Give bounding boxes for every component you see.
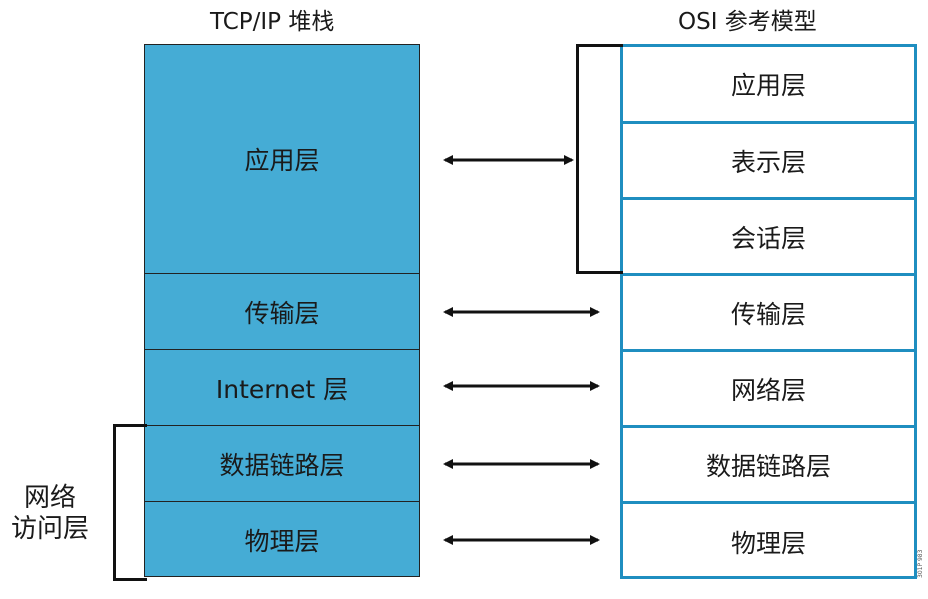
tcp-layer-data-link: 数据链路层 — [145, 426, 419, 502]
network-access-label-line-1: 网络 — [23, 483, 76, 513]
tcp-layer-application: 应用层 — [145, 45, 419, 274]
osi-upper-layers-bracket — [576, 44, 623, 274]
tcp-stack-title: TCP/IP 堆栈 — [210, 9, 335, 35]
figure-id: 301P 983 — [917, 549, 924, 578]
network-access-label-line-2: 访问层 — [10, 514, 89, 544]
osi-layer-application: 应用层 — [623, 47, 914, 124]
osi-layer-transport: 传输层 — [623, 276, 914, 352]
tcp-stack: 应用层 传输层 Internet 层 数据链路层 物理层 — [144, 44, 420, 577]
osi-layer-session: 会话层 — [623, 200, 914, 276]
osi-layer-physical: 物理层 — [730, 528, 806, 558]
osi-layer-presentation: 表示层 — [623, 124, 914, 200]
osi-layer-network: 网络层 — [623, 352, 914, 428]
tcp-layer-transport: 传输层 — [145, 274, 419, 350]
osi-model-title: OSI 参考模型 — [678, 9, 817, 35]
network-access-label: 网络 访问层 — [0, 483, 100, 545]
osi-stack: 应用层 表示层 会话层 传输层 网络层 数据链路层 物理层 — [620, 44, 917, 579]
tcp-layer-internet: Internet 层 — [145, 350, 419, 426]
network-access-bracket — [113, 424, 147, 581]
tcp-layer-physical: 物理层 — [244, 527, 320, 556]
osi-layer-data-link: 数据链路层 — [623, 428, 914, 504]
